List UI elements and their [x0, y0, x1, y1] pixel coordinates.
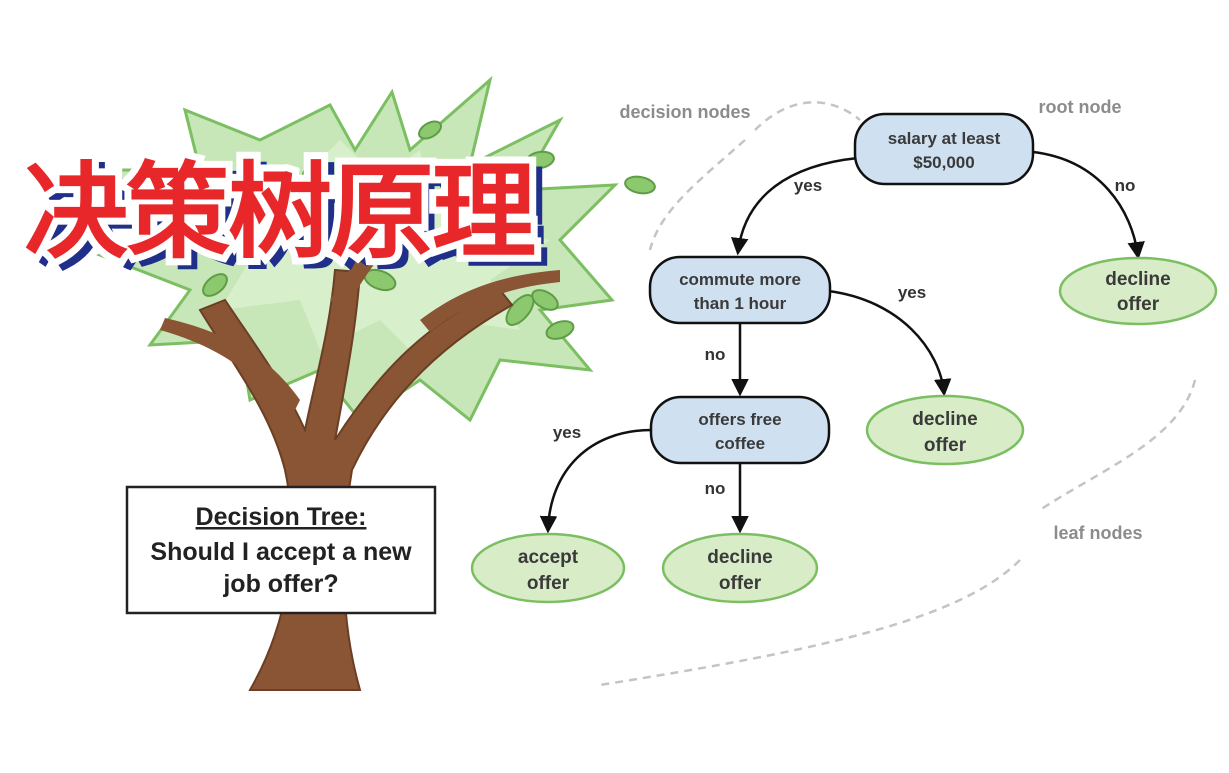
banner-title-shadow: 决策树原理	[33, 158, 544, 280]
node-coffee-line-1: offers free	[698, 410, 781, 429]
tree-leaves	[202, 120, 656, 340]
decision-nodes-outline	[754, 101, 861, 131]
banner-title-group: 决策树原理 决策树原理 决策树原理	[17, 144, 550, 284]
leaf-decline-right-line-1: decline	[1105, 269, 1170, 290]
edge-label-commute-yes: yes	[898, 283, 926, 302]
edge-label-root-no: no	[1115, 176, 1136, 195]
tree-branch-left	[160, 318, 300, 420]
leaf-accept: accept offer	[470, 532, 626, 604]
edge-label-root-yes: yes	[794, 176, 822, 195]
leaf-nodes-outline-bottom	[599, 559, 1021, 687]
leaf-decline-mid-line-2: offer	[924, 435, 967, 456]
edge-label-commute-no: no	[705, 345, 726, 364]
leaf-decline-bottom-line-2: offer	[719, 573, 762, 594]
banner-title-outline: 决策树原理	[24, 151, 535, 273]
leaf-decline-bottom-line-1: decline	[707, 547, 772, 568]
node-commute-line-1: commute more	[679, 270, 801, 289]
tree-branch-up	[330, 190, 436, 310]
node-coffee: offers free coffee	[649, 395, 831, 465]
leaf-accept-line-1: accept	[518, 547, 579, 568]
tree-branch-right	[420, 270, 560, 332]
leaf-decline-mid-line-1: decline	[912, 409, 977, 430]
region-outlines	[599, 101, 1197, 687]
node-root-line-2: $50,000	[913, 153, 974, 172]
edge-coffee-yes	[539, 428, 653, 534]
leaf-nodes-outline	[1039, 379, 1197, 512]
annotation-leaf-nodes: leaf nodes	[1053, 523, 1142, 543]
node-commute: commute more than 1 hour	[648, 255, 832, 325]
annotation-decision-nodes: decision nodes	[619, 102, 750, 122]
leaf-decline-right-line-2: offer	[1117, 294, 1160, 315]
edge-commute-yes	[827, 289, 952, 397]
sign-line-2: job offer?	[222, 570, 338, 598]
decision-nodes-outline-left	[648, 139, 746, 251]
leaf-decline-mid: decline offer	[865, 394, 1025, 466]
edge-root-no	[1032, 150, 1145, 260]
edges	[539, 150, 1145, 534]
edge-label-coffee-no: no	[705, 479, 726, 498]
node-commute-line-2: than 1 hour	[694, 294, 787, 313]
node-root-line-1: salary at least	[888, 129, 1001, 148]
tree-trunk	[198, 268, 514, 691]
sign-board	[125, 485, 437, 615]
edge-label-coffee-yes: yes	[553, 423, 581, 442]
edge-root-yes	[731, 156, 859, 256]
annotation-root-node: root node	[1039, 97, 1122, 117]
node-root: salary at least $50,000	[853, 112, 1035, 186]
node-coffee-line-2: coffee	[715, 434, 765, 453]
sign: Decision Tree: Should I accept a new job…	[125, 485, 437, 615]
leaf-decline-bottom: decline offer	[661, 532, 819, 604]
tree-illustration	[96, 75, 656, 691]
sign-line-1: Should I accept a new	[150, 538, 412, 566]
leaf-decline-right: decline offer	[1058, 256, 1218, 326]
leaf-accept-line-2: offer	[527, 573, 570, 594]
sign-title: Decision Tree:	[196, 503, 367, 531]
banner-title: 决策树原理	[24, 151, 535, 273]
